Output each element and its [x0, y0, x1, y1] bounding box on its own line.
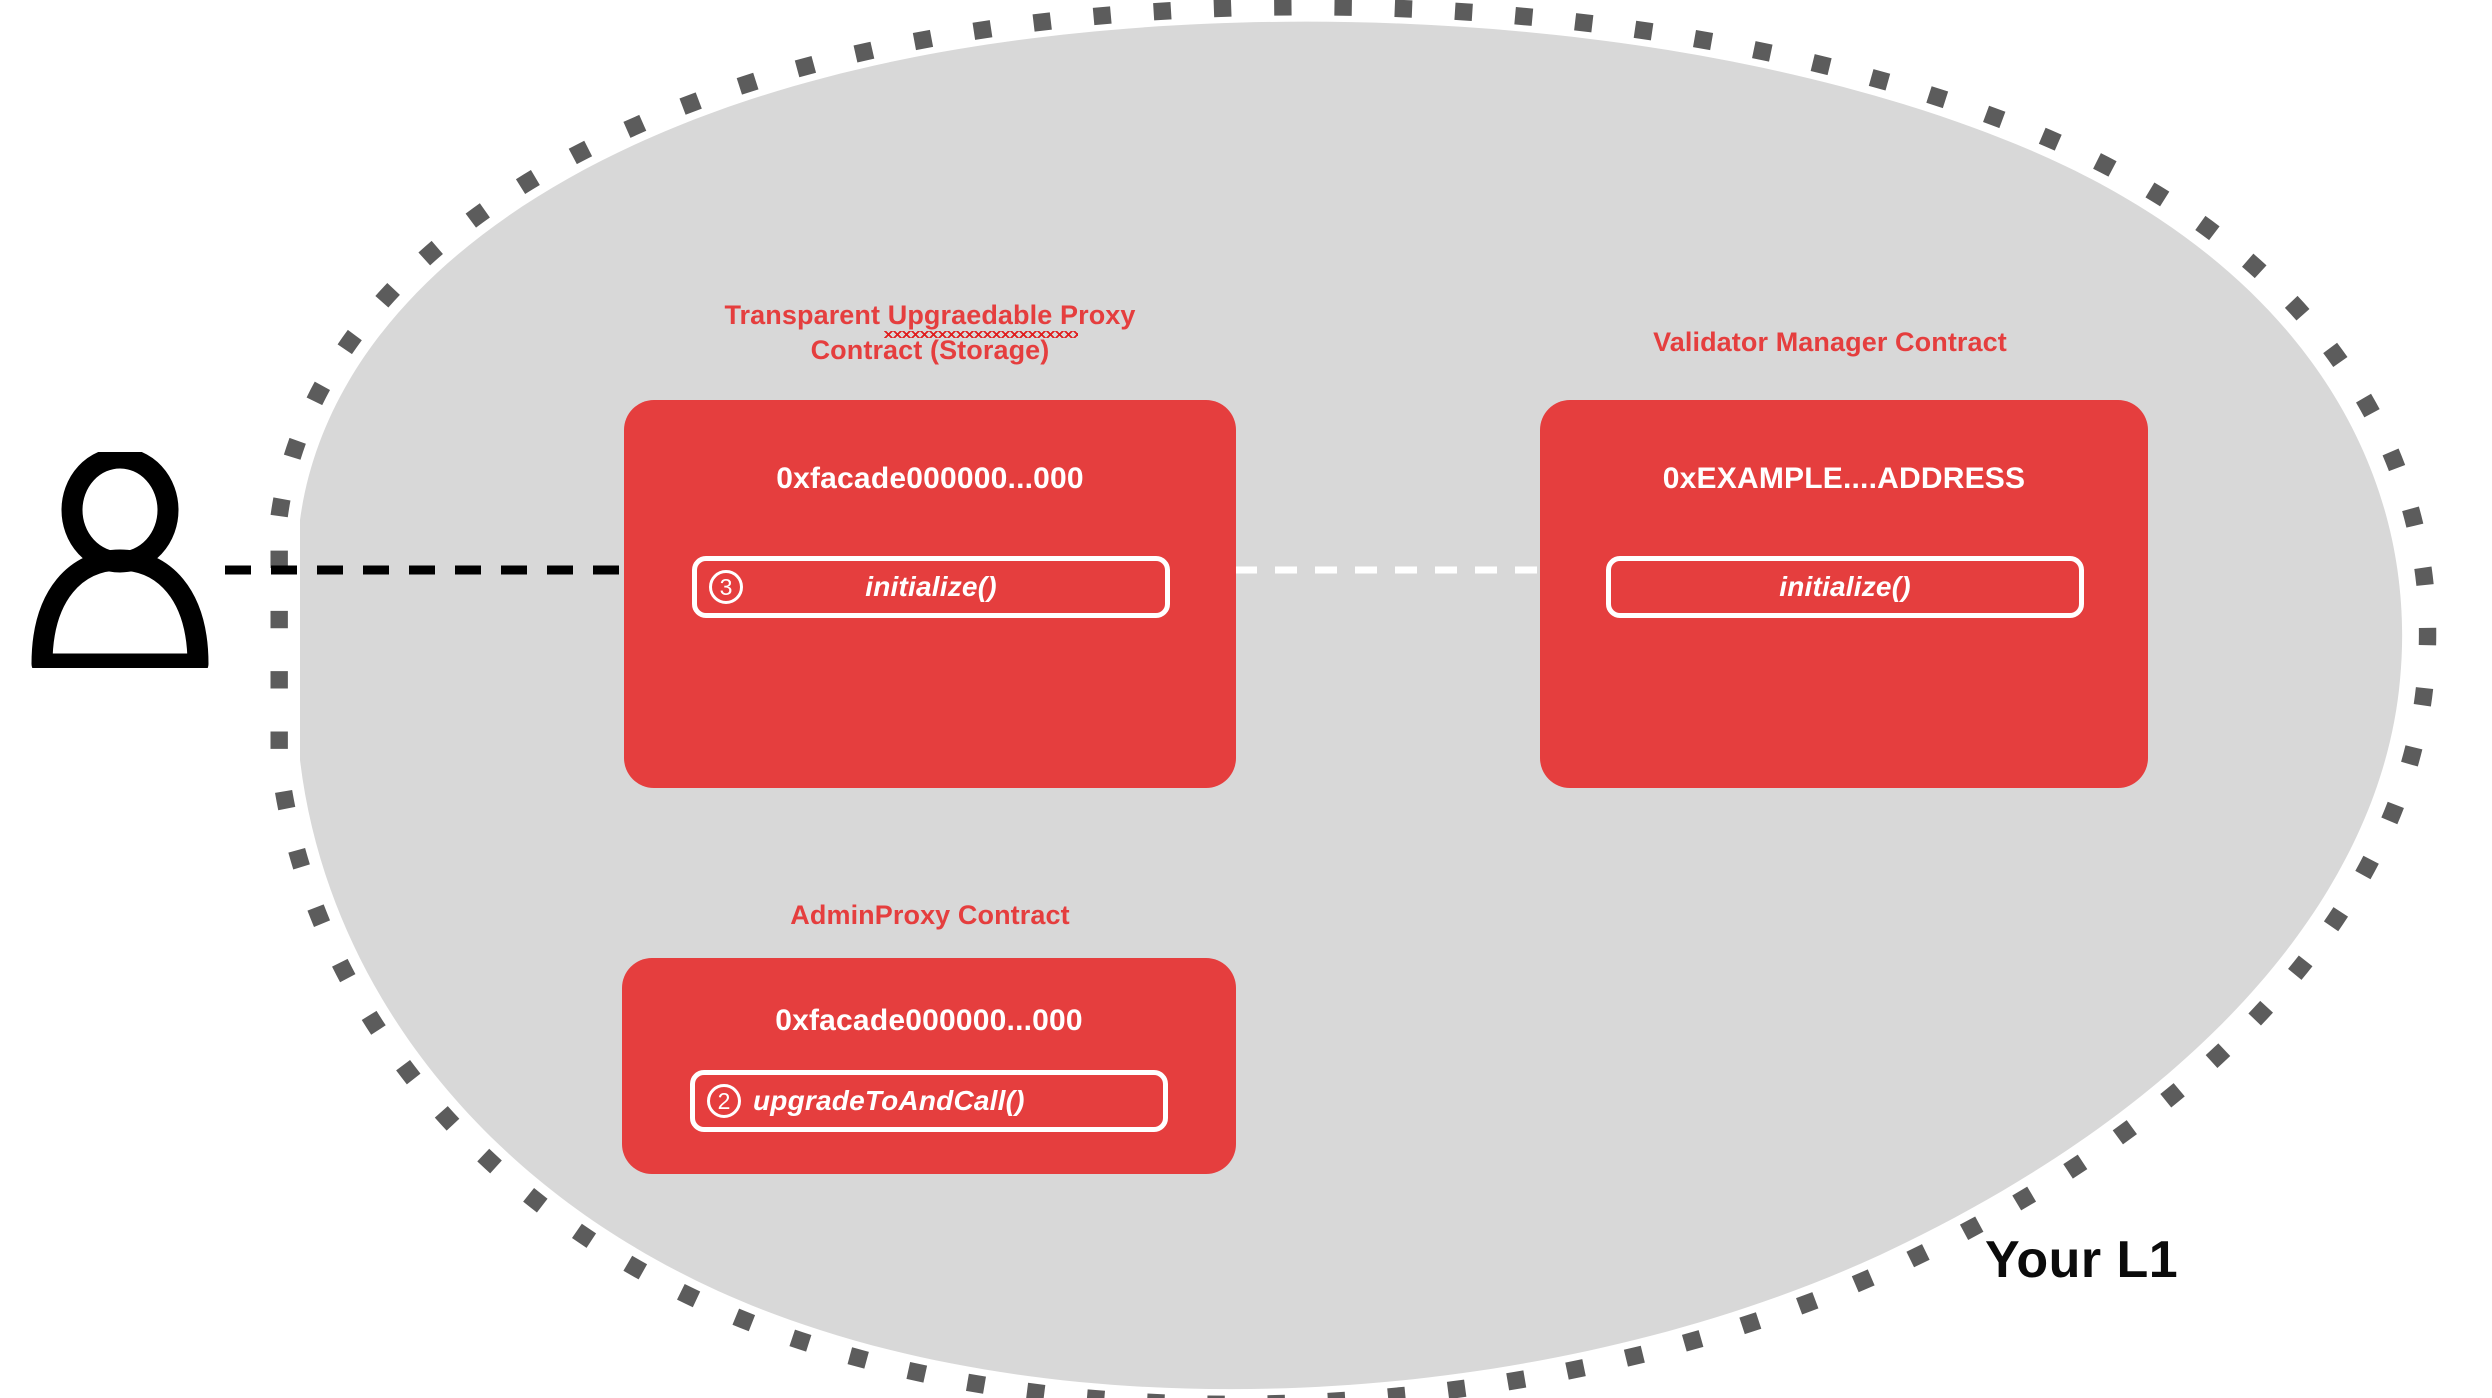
- method-upgrade-to-and-call[interactable]: 2 upgradeToAndCall(): [690, 1070, 1168, 1132]
- misspelled-word-upgraedable: Upgraedable: [883, 298, 1078, 339]
- contract-address-transparent-upgradeable-proxy: 0xfacade000000...000: [776, 462, 1084, 495]
- method-initialize-proxy[interactable]: 3 initialize(): [692, 556, 1170, 618]
- contract-title-validator-manager: Validator Manager Contract: [1653, 327, 2007, 357]
- contract-title-transparent-upgradeable-proxy: Transparent Upgraedable Proxy Contract (…: [600, 298, 1260, 368]
- contract-card-validator-manager[interactable]: 0xEXAMPLE....ADDRESS initialize(): [1540, 400, 2148, 788]
- region-label-your-l1: Your L1: [1985, 1231, 2179, 1289]
- step-badge-3: 3: [709, 570, 743, 604]
- method-label-initialize: initialize(): [865, 571, 997, 602]
- method-initialize-validator-manager[interactable]: initialize(): [1606, 556, 2084, 618]
- title-line-2: Contract (Storage): [810, 335, 1050, 366]
- step-badge-2: 2: [707, 1084, 741, 1118]
- contract-title-admin-proxy: AdminProxy Contract: [790, 900, 1070, 930]
- contract-address-validator-manager: 0xEXAMPLE....ADDRESS: [1662, 462, 2026, 495]
- contract-card-transparent-upgradeable-proxy[interactable]: 0xfacade000000...000 3 initialize(): [624, 400, 1236, 788]
- contract-address-admin-proxy: 0xfacade000000...000: [775, 1004, 1083, 1037]
- title-line-1: Transparent Upgraedable Proxy: [724, 298, 1135, 339]
- user-person-icon: [31, 452, 209, 668]
- contract-card-admin-proxy[interactable]: 0xfacade000000...000 2 upgradeToAndCall(…: [622, 958, 1236, 1174]
- method-label-upgrade-to-and-call: upgradeToAndCall(): [753, 1085, 1025, 1116]
- method-label-initialize: initialize(): [1779, 571, 1911, 602]
